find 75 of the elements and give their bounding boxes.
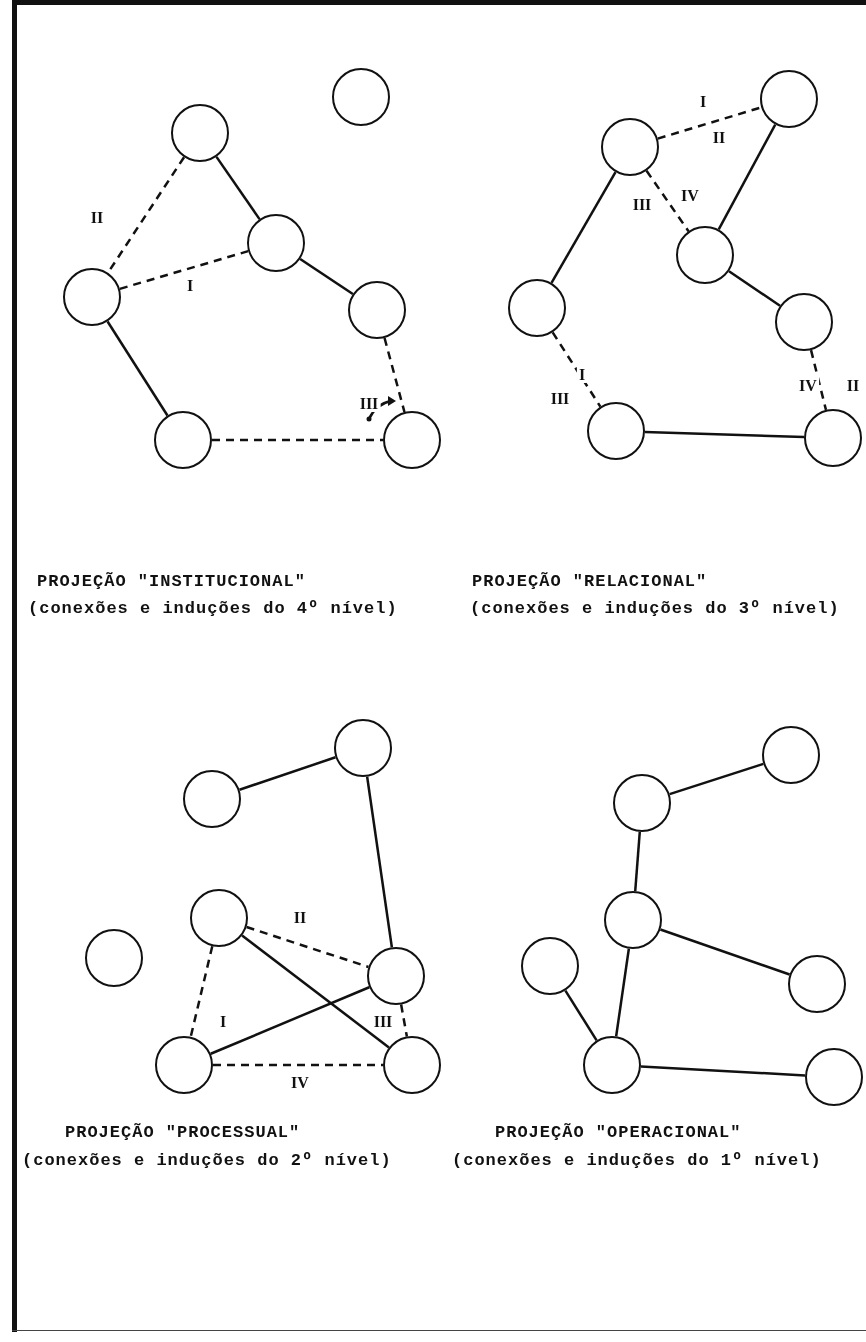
caption-text: (conexões e induções do 2º nível) <box>22 1151 392 1172</box>
edge-label: III <box>630 197 654 213</box>
circle-node <box>775 293 833 351</box>
caption-text: PROJEÇÃO "INSTITUCIONAL" <box>37 572 306 593</box>
circle-node <box>521 937 579 995</box>
connector-line <box>564 989 598 1042</box>
circle-node <box>604 891 662 949</box>
edge-label: III <box>357 396 381 412</box>
dashed-line <box>809 349 828 411</box>
dashed-line <box>657 106 762 140</box>
dashed-line <box>383 337 406 413</box>
circle-node <box>601 118 659 176</box>
edge-label: II <box>88 210 106 226</box>
dashed-line <box>119 249 249 291</box>
circle-node <box>334 719 392 777</box>
circle-node <box>805 1048 863 1106</box>
circle-node <box>583 1036 641 1094</box>
circle-node <box>760 70 818 128</box>
circle-node <box>332 68 390 126</box>
edge-label: I <box>184 278 196 294</box>
circle-node <box>348 281 406 339</box>
circle-node <box>183 770 241 828</box>
circle-node <box>587 402 645 460</box>
circle-node <box>613 774 671 832</box>
dashed-line <box>213 1063 383 1067</box>
edge-label: II <box>844 378 862 394</box>
caption-text: (conexões e induções do 4º nível) <box>28 599 398 620</box>
connector-line <box>239 756 336 791</box>
circle-node <box>85 929 143 987</box>
caption-text: (conexões e induções do 3º nível) <box>470 599 840 620</box>
circle-node <box>804 409 862 467</box>
connector-line <box>106 320 169 417</box>
caption-text: PROJEÇÃO "OPERACIONAL" <box>495 1123 742 1144</box>
circle-node <box>676 226 734 284</box>
circle-node <box>383 411 441 469</box>
connector-line <box>728 270 781 307</box>
circle-node <box>247 214 305 272</box>
connector-line <box>640 1065 806 1077</box>
caption-text: PROJEÇÃO "RELACIONAL" <box>472 572 708 593</box>
circle-node <box>190 889 248 947</box>
circle-node <box>788 955 846 1013</box>
edge-label: II <box>291 910 309 926</box>
connector-line <box>210 986 370 1055</box>
connector-line <box>633 831 642 892</box>
edge-label: I <box>697 94 709 110</box>
circle-node <box>63 268 121 326</box>
connector-line <box>215 156 261 220</box>
circle-node <box>367 947 425 1005</box>
dashed-line <box>212 438 383 442</box>
caption-text: (conexões e induções do 1º nível) <box>452 1151 822 1172</box>
circle-node <box>155 1036 213 1094</box>
dashed-line <box>551 331 602 408</box>
circle-node <box>154 411 212 469</box>
caption-text: PROJEÇÃO "PROCESSUAL" <box>65 1123 301 1144</box>
connector-line <box>660 928 790 976</box>
edge-label: IV <box>289 1075 311 1091</box>
connector-line <box>669 762 764 796</box>
edge-label: I <box>217 1014 229 1030</box>
dashed-line <box>645 170 690 232</box>
circle-node <box>171 104 229 162</box>
edge-label: III <box>371 1014 395 1030</box>
dashed-line <box>246 925 369 969</box>
dashed-line <box>399 1004 409 1037</box>
circle-node <box>383 1036 441 1094</box>
dashed-line <box>189 945 214 1038</box>
connector-line <box>550 171 617 284</box>
connector-line <box>241 934 390 1049</box>
connector-line <box>644 430 805 439</box>
circle-node <box>508 279 566 337</box>
connector-line <box>365 776 394 948</box>
connector-line <box>614 948 631 1037</box>
connector-line <box>717 123 777 231</box>
circle-node <box>762 726 820 784</box>
connector-line <box>299 258 354 295</box>
edge-label: I <box>576 367 588 383</box>
